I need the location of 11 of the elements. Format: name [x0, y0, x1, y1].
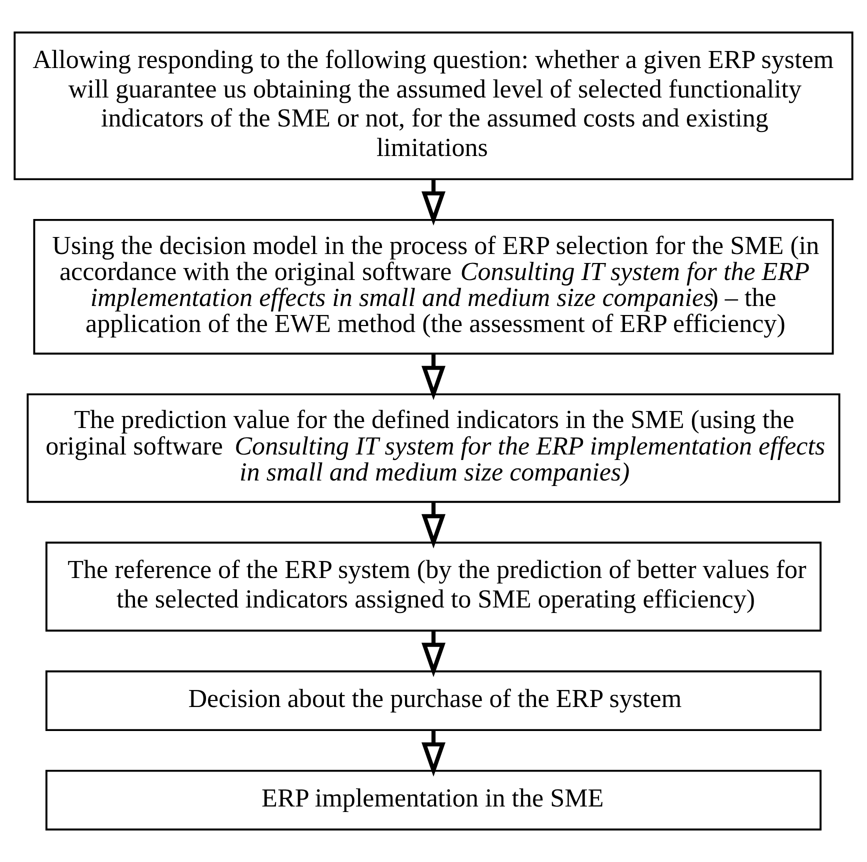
node-box: Allowing responding to the following question: whether a given ERP system will guarantee us obtaining the assumed level of selected functionality indicators of the SME or not, for the assumed costs and existing limitations: [14, 32, 854, 180]
node-box: The prediction value for the defined indicators in the SME (using the original software Consulting IT system for the ERP implementation effects in small and medium size companies): [26, 393, 840, 503]
arrow: [422, 630, 446, 678]
arrow: [422, 179, 446, 226]
node-box: ERP implementation in the SME: [45, 770, 822, 830]
arrow: [422, 354, 446, 400]
arrow: [422, 502, 446, 548]
node-box: The reference of the ERP system (by the prediction of better values for the selected indicators assigned to SME operating efficiency): [45, 542, 822, 632]
node-box: Decision about the purchase of the ERP system: [45, 670, 822, 732]
node-box: Using the decision model in the process of ERP selection for the SME (in accordance with the original software Consulting IT system for the ERP implementation effects in small and medium size companies) – the application of the EWE method (the assessment of ERP efficiency): [33, 218, 834, 355]
arrow: [422, 730, 446, 777]
